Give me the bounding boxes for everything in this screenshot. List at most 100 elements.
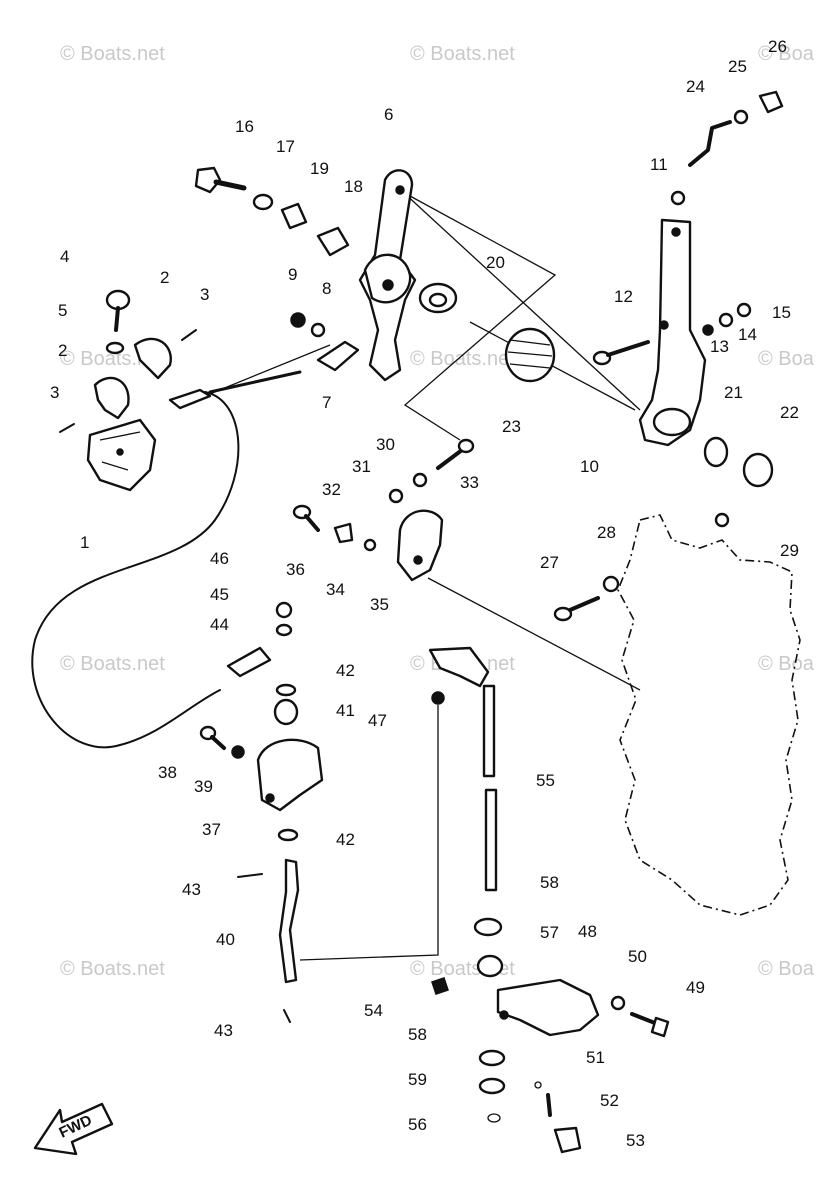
callout-number: 54 (364, 1001, 383, 1020)
fwd-arrow-icon: FWD (33, 1102, 114, 1156)
part-27-bolt (553, 596, 600, 622)
callout-number: 33 (460, 473, 479, 492)
part-40-shift-rod (278, 858, 300, 984)
part-25-washer (733, 109, 749, 125)
part-52-spring (546, 1093, 552, 1117)
watermark: © Boa (758, 653, 815, 675)
part-3-pins (59, 329, 197, 433)
callout-number: 26 (768, 37, 787, 56)
callout-number: 19 (310, 159, 329, 178)
engine-block-outline (617, 514, 801, 916)
callout-number: 14 (738, 325, 757, 344)
part-42-washer-lower (277, 828, 299, 842)
callout-number: 10 (580, 457, 599, 476)
callout-number: 32 (322, 480, 341, 499)
part-33-bracket (396, 509, 444, 582)
part-39-nut (231, 745, 245, 759)
part-20-bushing (418, 282, 458, 314)
watermark: © Boats.net (60, 958, 165, 980)
callout-number: 50 (628, 947, 647, 966)
part-1-cable-bracket (86, 418, 157, 492)
callout-number: 31 (352, 457, 371, 476)
callout-number: 39 (194, 777, 213, 796)
callout-number: 6 (384, 105, 393, 124)
part-23-spring (504, 327, 556, 383)
part-8-nut (310, 322, 326, 338)
part-29-cap (714, 512, 730, 528)
part-14-washer (718, 312, 734, 328)
callout-number: 47 (368, 711, 387, 730)
part-42-washer-upper (275, 683, 297, 697)
part-55-shift-shaft (428, 646, 498, 892)
callout-number: 43 (182, 880, 201, 899)
part-44-cable-end (226, 646, 272, 678)
callout-number: 41 (336, 701, 355, 720)
part-9-nut (290, 312, 306, 328)
callout-number: 21 (724, 383, 743, 402)
callout-number: 56 (408, 1115, 427, 1134)
callout-number: 42 (336, 661, 355, 680)
callout-number: 51 (586, 1048, 605, 1067)
callout-number: 20 (486, 253, 505, 272)
callout-number: 3 (50, 383, 59, 402)
callout-number: 2 (160, 268, 169, 287)
callout-number: 37 (202, 820, 221, 839)
part-58-washer-upper (473, 917, 503, 937)
watermark: © Boa (758, 348, 815, 370)
part-32-nut (388, 488, 404, 504)
part-56-clip (487, 1113, 501, 1123)
part-18-bushing (316, 226, 350, 257)
part-34-collar (333, 522, 354, 544)
callout-number: 30 (376, 435, 395, 454)
part-43-pin-lower (283, 1009, 291, 1023)
part-22-washer (742, 452, 774, 488)
callout-number: 23 (502, 417, 521, 436)
part-43-pin-upper (237, 873, 263, 878)
part-17-washer (252, 193, 274, 211)
part-57-bushing (476, 954, 504, 978)
callout-number: 17 (276, 137, 295, 156)
part-58-washer-lower (478, 1049, 506, 1067)
part-15-cap (736, 302, 752, 318)
part-35-nut (363, 538, 377, 552)
part-54-nut (431, 977, 449, 995)
watermark: © Boats.net (410, 43, 515, 65)
watermark: © Boats.net (410, 348, 515, 370)
part-59-seal (478, 1077, 506, 1095)
part-38-bolt (199, 725, 226, 750)
part-49-bolt (630, 1012, 670, 1038)
part-31-nut (412, 472, 428, 488)
part-45-washer (275, 623, 293, 637)
cable-end-rod (168, 370, 302, 410)
part-12-bolt (592, 340, 650, 366)
callout-number: 24 (686, 77, 705, 96)
callout-number: 46 (210, 549, 229, 568)
callout-number: 29 (780, 541, 799, 560)
part-13-spring (702, 324, 714, 336)
callout-number: 45 (210, 585, 229, 604)
callout-number: 28 (597, 523, 616, 542)
part-53-plug (553, 1126, 582, 1154)
part-46-nut (275, 601, 293, 619)
callout-number: 58 (540, 873, 559, 892)
callout-number: 52 (600, 1091, 619, 1110)
callout-number: 25 (728, 57, 747, 76)
part-24-rod (688, 120, 732, 167)
callout-number: 49 (686, 978, 705, 997)
part-37-bracket (256, 738, 324, 812)
callout-number: 58 (408, 1025, 427, 1044)
callout-number: 15 (772, 303, 791, 322)
callout-number: 36 (286, 560, 305, 579)
part-16-bolt (194, 166, 247, 194)
part-30-bolt (436, 438, 475, 470)
callout-number: 22 (780, 403, 799, 422)
part-6-throttle-lever (358, 169, 417, 382)
part-36-bolt (292, 504, 320, 532)
callout-layer: 1223345678910111213141516171819202122232… (50, 37, 799, 1150)
callout-number: 11 (650, 155, 668, 174)
callout-number: 38 (158, 763, 177, 782)
callout-number: 35 (370, 595, 389, 614)
callout-number: 40 (216, 930, 235, 949)
watermark: © Boa (758, 43, 815, 65)
